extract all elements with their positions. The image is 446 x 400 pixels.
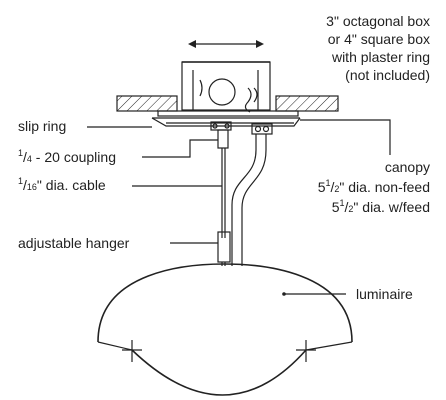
canopy-feed-label: 51/2" dia. w/feed [332,198,430,215]
luminaire-dome [97,263,353,396]
box-label-line-2: or 4" square box [328,31,430,47]
coupling-leader [142,139,218,158]
junction-box [181,61,271,113]
box-label-line-3: with plaster ring [331,49,430,65]
coupling-label: 1/4 - 20 coupling [18,148,116,165]
feed-cord [231,134,267,266]
canopy-leader [300,119,391,155]
adjustable-hanger [217,231,231,266]
box-label-line-1: 3" octagonal box [326,13,430,29]
cable-label: 1/16" dia. cable [18,176,106,193]
ceiling-hatched [116,95,339,112]
leader-lines [87,119,391,296]
feed-fitting [251,123,273,135]
hanger-label: adjustable hanger [18,235,130,251]
luminaire-label: luminaire [356,286,413,302]
suspension-cable [221,148,226,238]
canopy-label: canopy [385,159,430,175]
luminaire-leader-dot [282,292,286,296]
canopy-nonfeed-label: 51/2" dia. non-feed [318,178,430,195]
canopy [151,117,301,127]
slip-ring-label: slip ring [18,118,66,134]
box-width-dimension-arrow [188,40,264,48]
plaster-ring [152,110,300,119]
coupling [217,129,229,149]
box-label-line-4: (not included) [345,67,430,83]
